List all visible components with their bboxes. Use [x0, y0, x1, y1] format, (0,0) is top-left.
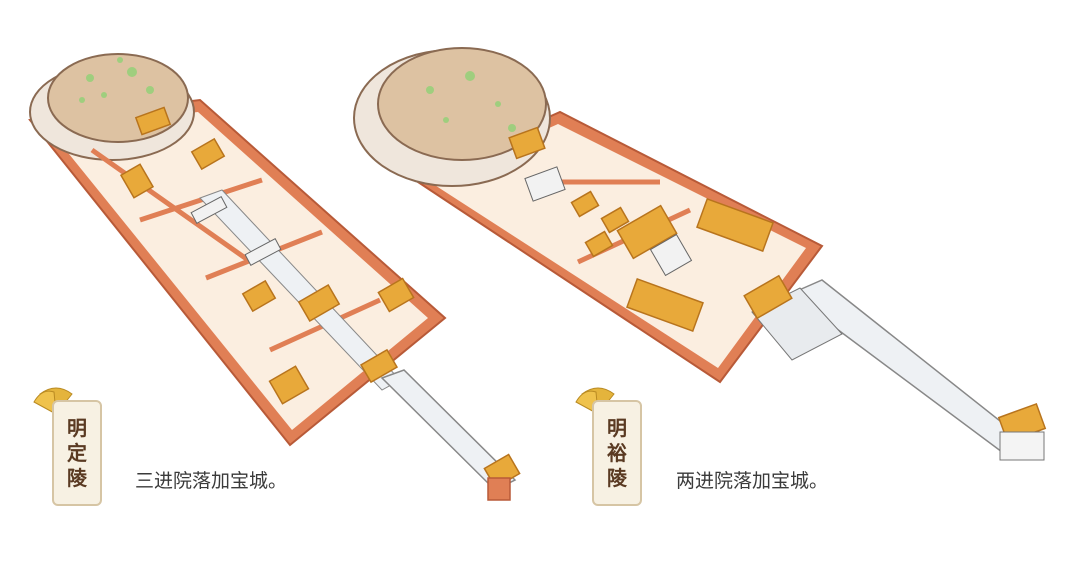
yuling-caption: 两进院落加宝城。: [676, 470, 829, 492]
yuling-name-char-1: 明: [607, 415, 627, 440]
yuling-name-tag: 明 裕 陵: [592, 400, 642, 506]
dingling-plan: [28, 53, 521, 501]
yuling-burial-mound: [377, 47, 547, 161]
dingling-halls: [119, 106, 521, 501]
yuling-name-char-2: 裕: [607, 440, 627, 465]
yuling-name-char-3: 陵: [607, 465, 627, 490]
dingling-caption: 三进院落加宝城。: [135, 470, 288, 492]
yuling-halls: [508, 126, 1047, 461]
dingling-name-char-1: 明: [67, 415, 87, 440]
dingling-name-char-2: 定: [67, 440, 87, 465]
dingling-name-tag: 明 定 陵: [52, 400, 102, 506]
yuling-stair-ramps: [524, 166, 693, 277]
dingling-name-char-3: 陵: [67, 465, 87, 490]
dingling-gates: [190, 196, 282, 266]
yuling-plan: [353, 47, 1047, 461]
yuling-approach-road: [788, 279, 1026, 453]
yuling-moss: [426, 71, 516, 132]
dingling-moss: [79, 57, 154, 103]
dingling-burial-mound: [47, 53, 189, 143]
dingling-approach-road: [380, 369, 517, 491]
